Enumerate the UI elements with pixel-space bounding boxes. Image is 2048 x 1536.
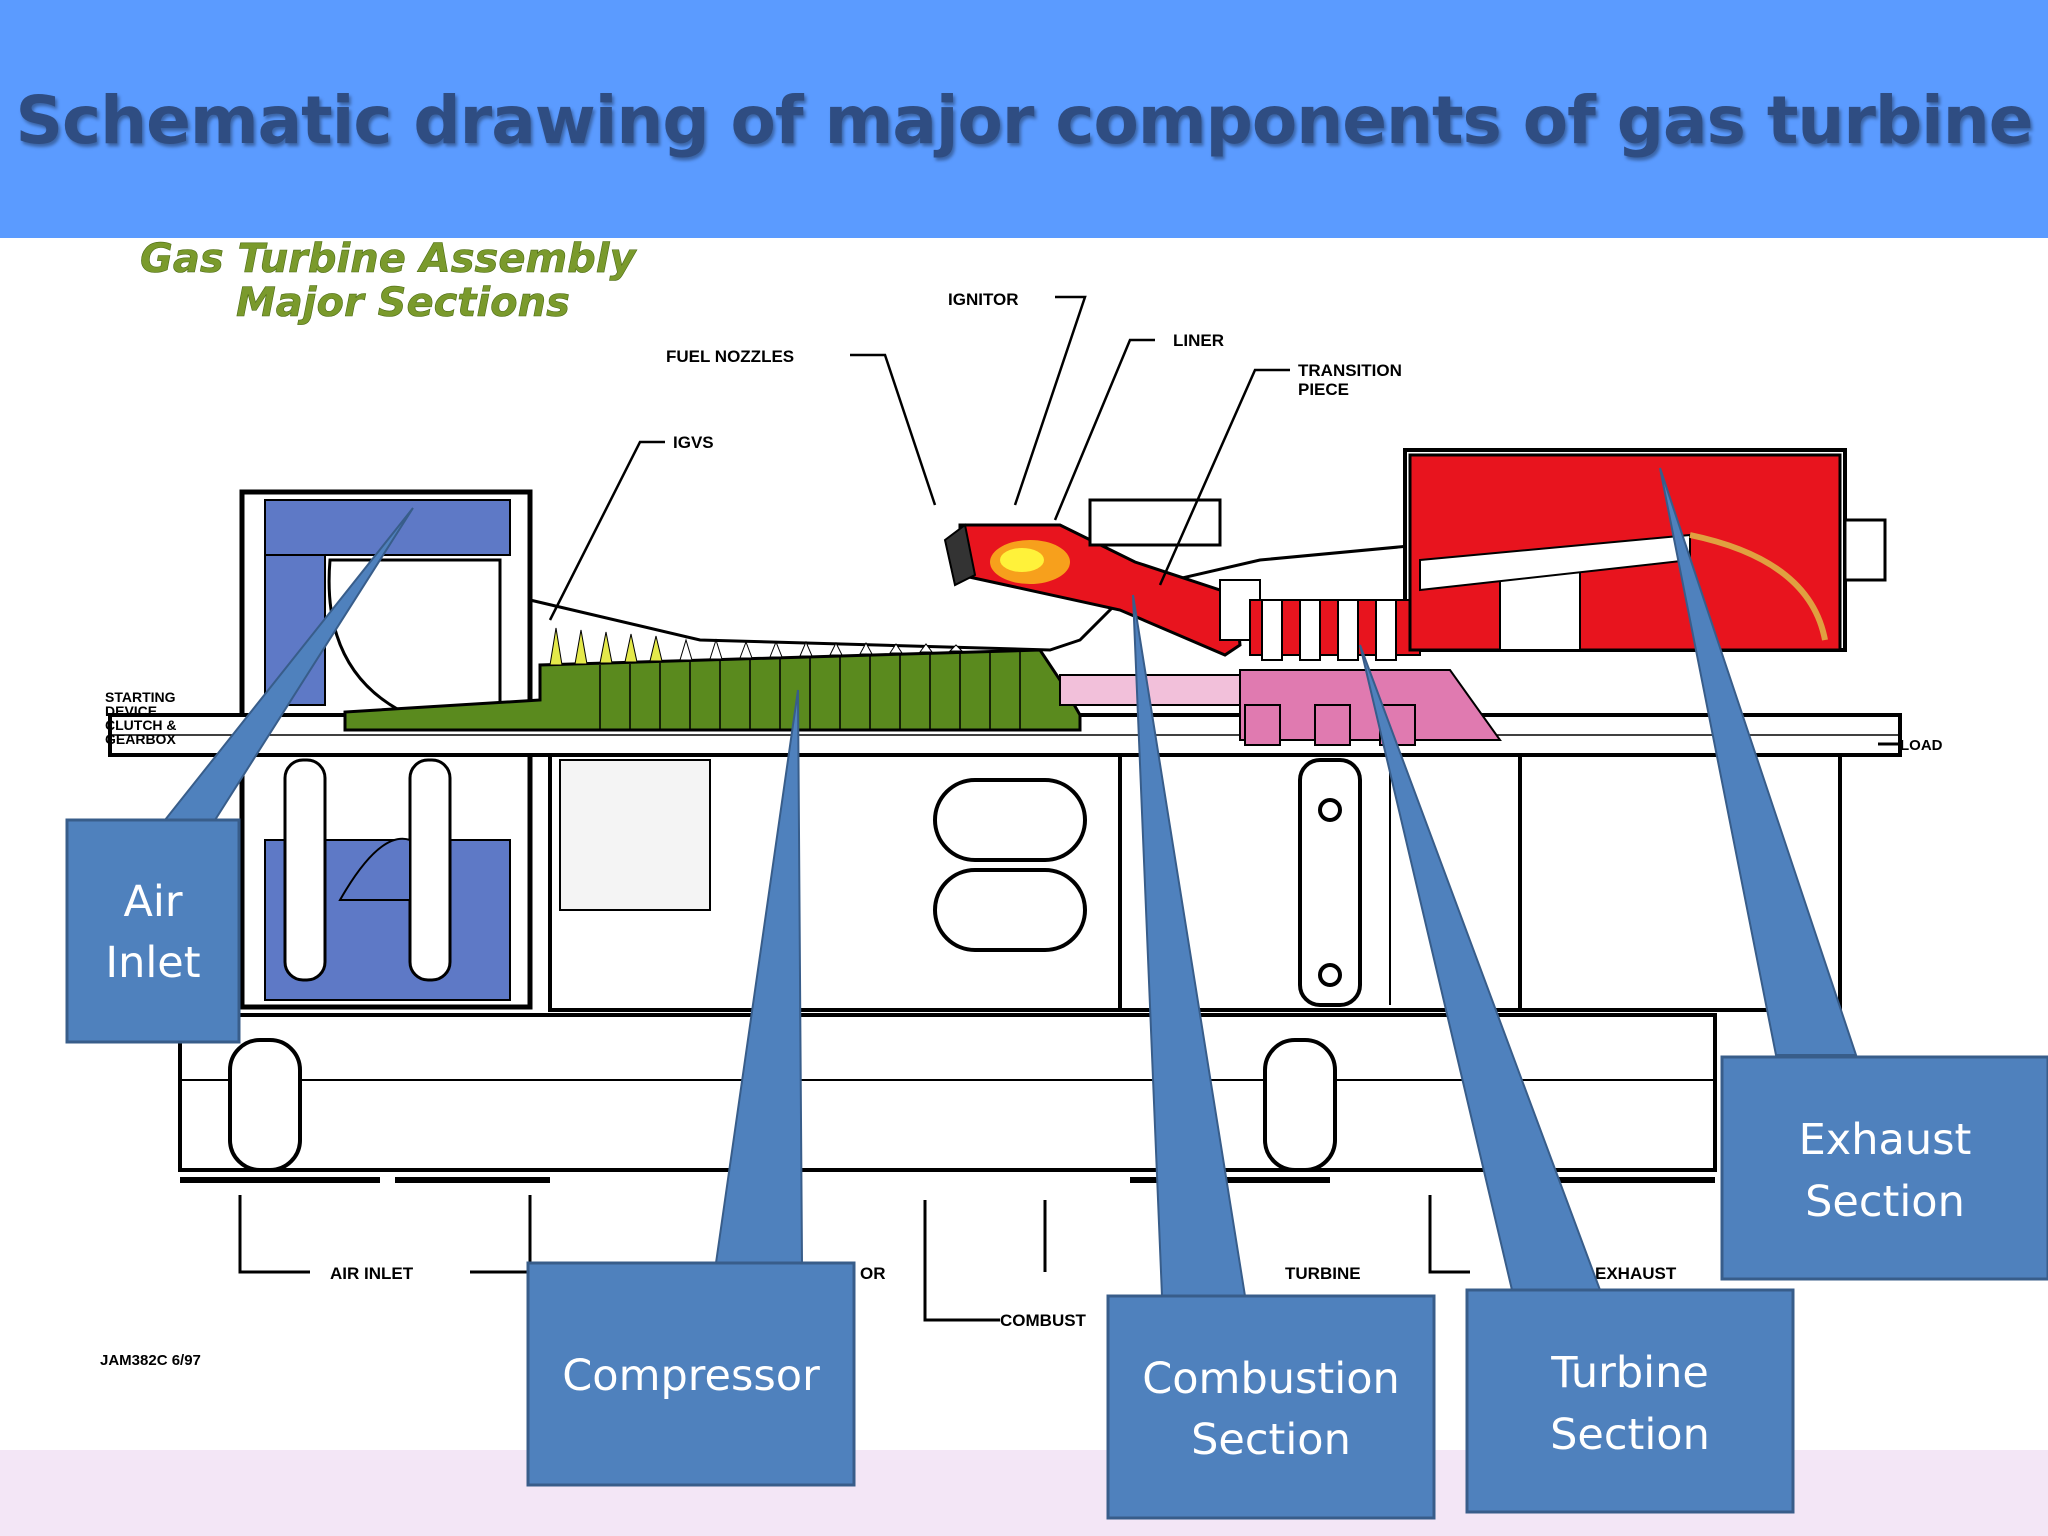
svg-text:Compressor: Compressor bbox=[562, 1351, 820, 1401]
slide-title: Schematic drawing of major components of… bbox=[15, 82, 2033, 159]
drawing-code: JAM382C 6/97 bbox=[100, 1352, 201, 1369]
svg-text:CLUTCH &: CLUTCH & bbox=[105, 717, 177, 733]
svg-text:Turbine: Turbine bbox=[1550, 1348, 1709, 1398]
callout-combustion: Combustion Section bbox=[1106, 1294, 1436, 1520]
svg-text:Section: Section bbox=[1191, 1415, 1351, 1465]
svg-text:Combustion: Combustion bbox=[1142, 1354, 1400, 1404]
label-ignitor: IGNITOR bbox=[948, 290, 1019, 309]
svg-text:Exhaust: Exhaust bbox=[1799, 1115, 1972, 1165]
label-fuel-nozzles: FUEL NOZZLES bbox=[666, 347, 794, 366]
svg-text:STARTING: STARTING bbox=[105, 689, 176, 705]
label-liner: LINER bbox=[1173, 331, 1224, 350]
callout-air-inlet: Air Inlet bbox=[65, 818, 241, 1044]
part-leader-lines bbox=[548, 295, 1290, 621]
compressor-rotor bbox=[343, 627, 1082, 732]
title-bar bbox=[0, 0, 2048, 238]
svg-text:Section: Section bbox=[1550, 1410, 1710, 1460]
label-bottom-compressor: OR bbox=[860, 1264, 886, 1283]
label-starting-device: STARTING DEVICE CLUTCH & GEARBOX bbox=[105, 689, 177, 747]
svg-text:Air: Air bbox=[123, 877, 182, 927]
svg-text:Section: Section bbox=[1805, 1177, 1965, 1227]
diagram-heading-line2: Major Sections bbox=[236, 280, 570, 326]
label-igvs: IGVS bbox=[673, 433, 714, 452]
exhaust-diffuser bbox=[1408, 453, 1842, 652]
label-bottom-exhaust: EXHAUST bbox=[1595, 1264, 1677, 1283]
diagram-heading-line1: Gas Turbine Assembly bbox=[140, 236, 637, 282]
section-dimension-lines bbox=[238, 1195, 1470, 1322]
label-transition-2: PIECE bbox=[1298, 380, 1349, 399]
turbine-rotor bbox=[1059, 599, 1502, 746]
callout-turbine: Turbine Section bbox=[1465, 1288, 1795, 1514]
combustor bbox=[943, 498, 1261, 657]
callout-exhaust: Exhaust Section bbox=[1720, 1055, 2048, 1281]
svg-text:DEVICE: DEVICE bbox=[105, 703, 157, 719]
label-load: LOAD bbox=[1900, 737, 1943, 754]
label-bottom-turbine: TURBINE bbox=[1285, 1264, 1361, 1283]
svg-text:GEARBOX: GEARBOX bbox=[105, 731, 176, 747]
label-bottom-combustion: COMBUST bbox=[1000, 1311, 1087, 1330]
label-transition-1: TRANSITION bbox=[1298, 361, 1402, 380]
callout-pointers bbox=[162, 467, 1858, 1297]
svg-text:Inlet: Inlet bbox=[105, 938, 200, 988]
label-bottom-air-inlet: AIR INLET bbox=[330, 1264, 414, 1283]
lower-casing bbox=[548, 753, 1842, 1012]
callout-compressor: Compressor bbox=[526, 1261, 856, 1487]
